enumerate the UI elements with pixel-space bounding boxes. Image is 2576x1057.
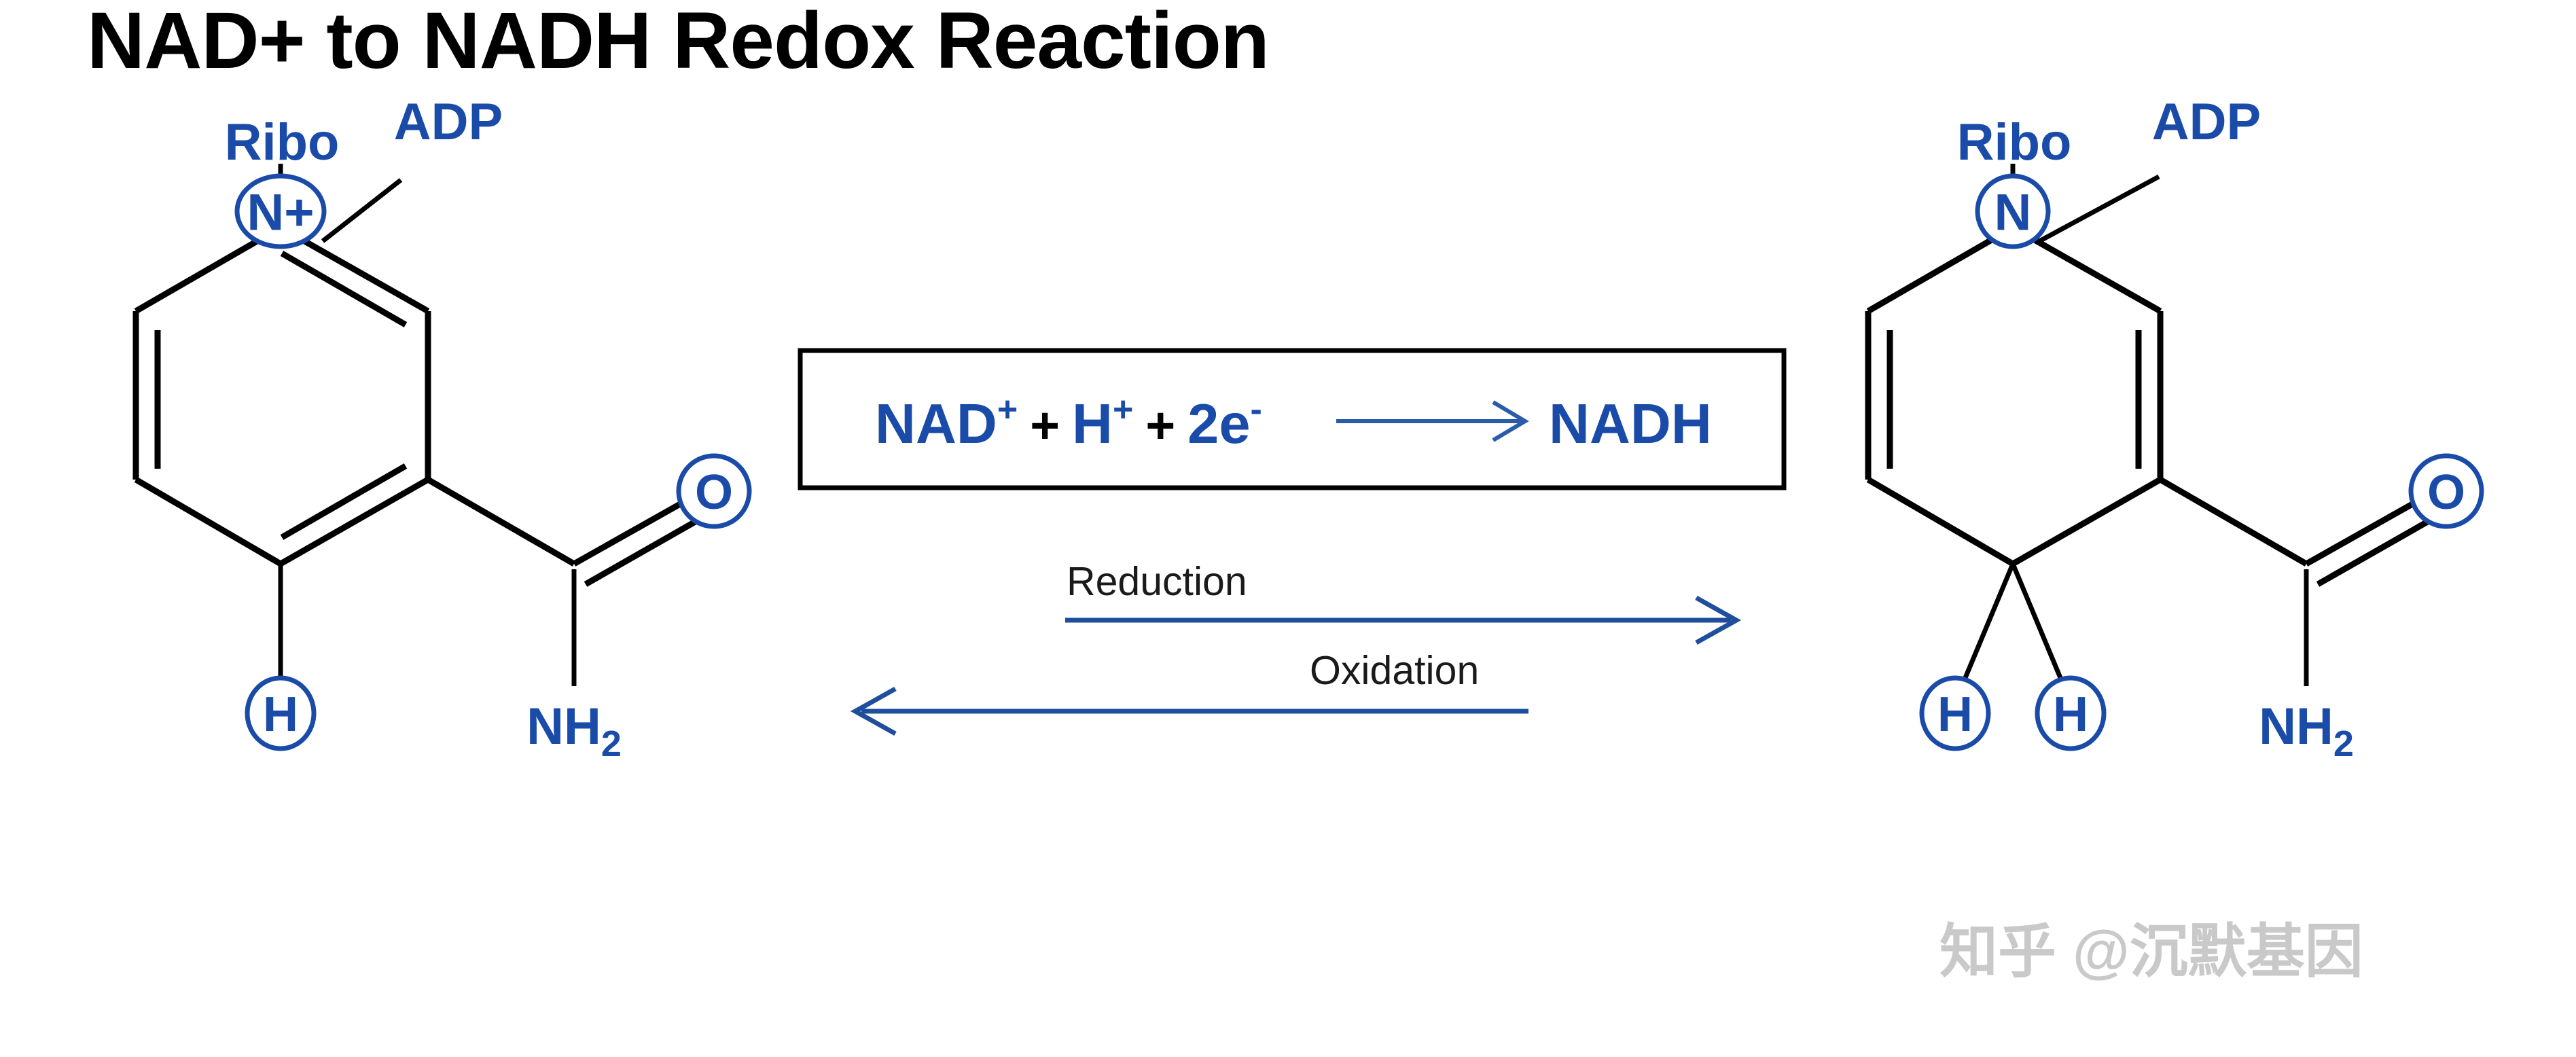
left-carbonyl-o-bond-1 — [572, 498, 688, 567]
left-ring-double-c2-n — [280, 251, 408, 327]
page-title: NAD+ to NADH Redox Reaction — [87, 0, 1270, 86]
right-carbonyl-o-bond-2 — [2316, 518, 2432, 587]
right-hydrogen-circle-2 — [2035, 675, 2107, 751]
eq-nad-charge: + — [997, 390, 1018, 429]
eq-electrons-charge: - — [1250, 390, 1262, 429]
equation-product: NADH — [1549, 392, 1712, 455]
right-c3-carbonyl-bond — [2158, 477, 2308, 567]
right-carbonyl-o-bond-1 — [2304, 498, 2420, 567]
right-nitrogen-circle — [1975, 173, 2051, 249]
left-c3-carbonyl-bond — [426, 477, 576, 567]
left-ring-double-c4-c3 — [280, 463, 408, 540]
equation-box — [798, 348, 1787, 490]
right-amide-subscript: 2 — [2333, 723, 2354, 764]
right-ring-bond-c5-c4 — [1866, 477, 2015, 567]
eq-nad: NAD — [875, 392, 997, 455]
right-hydrogen-circle-1 — [1919, 675, 1991, 751]
left-ring-bond-c5-c4 — [134, 477, 283, 567]
right-c4-h2-bond — [2010, 562, 2065, 684]
left-carbonyl-o-bond-2 — [584, 518, 700, 587]
eq-plus-1: + — [1030, 397, 1060, 454]
left-molecule-group: N+ H O Ribo ADP NH2 — [132, 93, 752, 764]
right-oxygen-label: O — [2427, 465, 2465, 520]
left-ribose-label: Ribo — [225, 113, 340, 171]
left-ribose-adp-bond — [321, 178, 403, 243]
left-amide-subscript: 2 — [601, 723, 622, 764]
right-amide-text: NH — [2259, 698, 2333, 755]
right-ring-bond-c2-n — [2011, 225, 2162, 314]
reduction-arrow-head — [1695, 595, 1742, 645]
left-oxygen-circle — [676, 453, 752, 529]
right-ring-bond-c4-c3 — [2011, 477, 2162, 567]
left-oxygen-label: O — [695, 465, 733, 520]
oxidation-label: Oxidation — [1310, 648, 1479, 693]
left-nitrogen-circle — [234, 173, 327, 249]
watermark-text: 知乎 @沉默基因 — [1939, 919, 2363, 984]
equation-arrow-head — [1492, 400, 1529, 442]
eq-electrons: 2e — [1187, 392, 1250, 455]
eq-h-charge: + — [1113, 390, 1133, 429]
left-amide-label: NH2 — [526, 698, 622, 764]
right-nitrogen-label: N — [1994, 184, 2032, 242]
right-ribose-adp-bond — [2038, 174, 2160, 244]
right-ring-bond-n-c6 — [1866, 225, 2015, 314]
reaction-arrows-group: Reduction Oxidation — [850, 559, 1742, 736]
right-c4-h1-bond — [1961, 562, 2016, 684]
right-hydrogen-label-1: H — [1937, 687, 1973, 742]
eq-plus-2: + — [1145, 397, 1175, 454]
reduction-label: Reduction — [1067, 559, 1247, 604]
equation-group: NAD++H++2e- NADH — [798, 348, 1787, 490]
left-hydrogen-label: H — [263, 687, 298, 742]
left-hydrogen-circle — [245, 675, 317, 751]
right-molecule-group: N H H O Ribo ADP NH2 — [1865, 93, 2484, 764]
left-ring-bond-c4-c3 — [279, 477, 430, 567]
equation-expression: NAD++H++2e- — [875, 390, 1262, 455]
right-adp-label: ADP — [2152, 93, 2261, 151]
left-adp-label: ADP — [394, 93, 503, 151]
right-ribose-label: Ribo — [1957, 113, 2072, 171]
right-hydrogen-label-2: H — [2053, 687, 2088, 742]
oxidation-arrow-head — [850, 686, 897, 736]
right-oxygen-circle — [2408, 453, 2484, 529]
eq-h: H — [1072, 392, 1113, 455]
left-amide-text: NH — [526, 698, 601, 755]
right-amide-label: NH2 — [2259, 698, 2354, 764]
left-nitrogen-label: N+ — [247, 184, 314, 242]
